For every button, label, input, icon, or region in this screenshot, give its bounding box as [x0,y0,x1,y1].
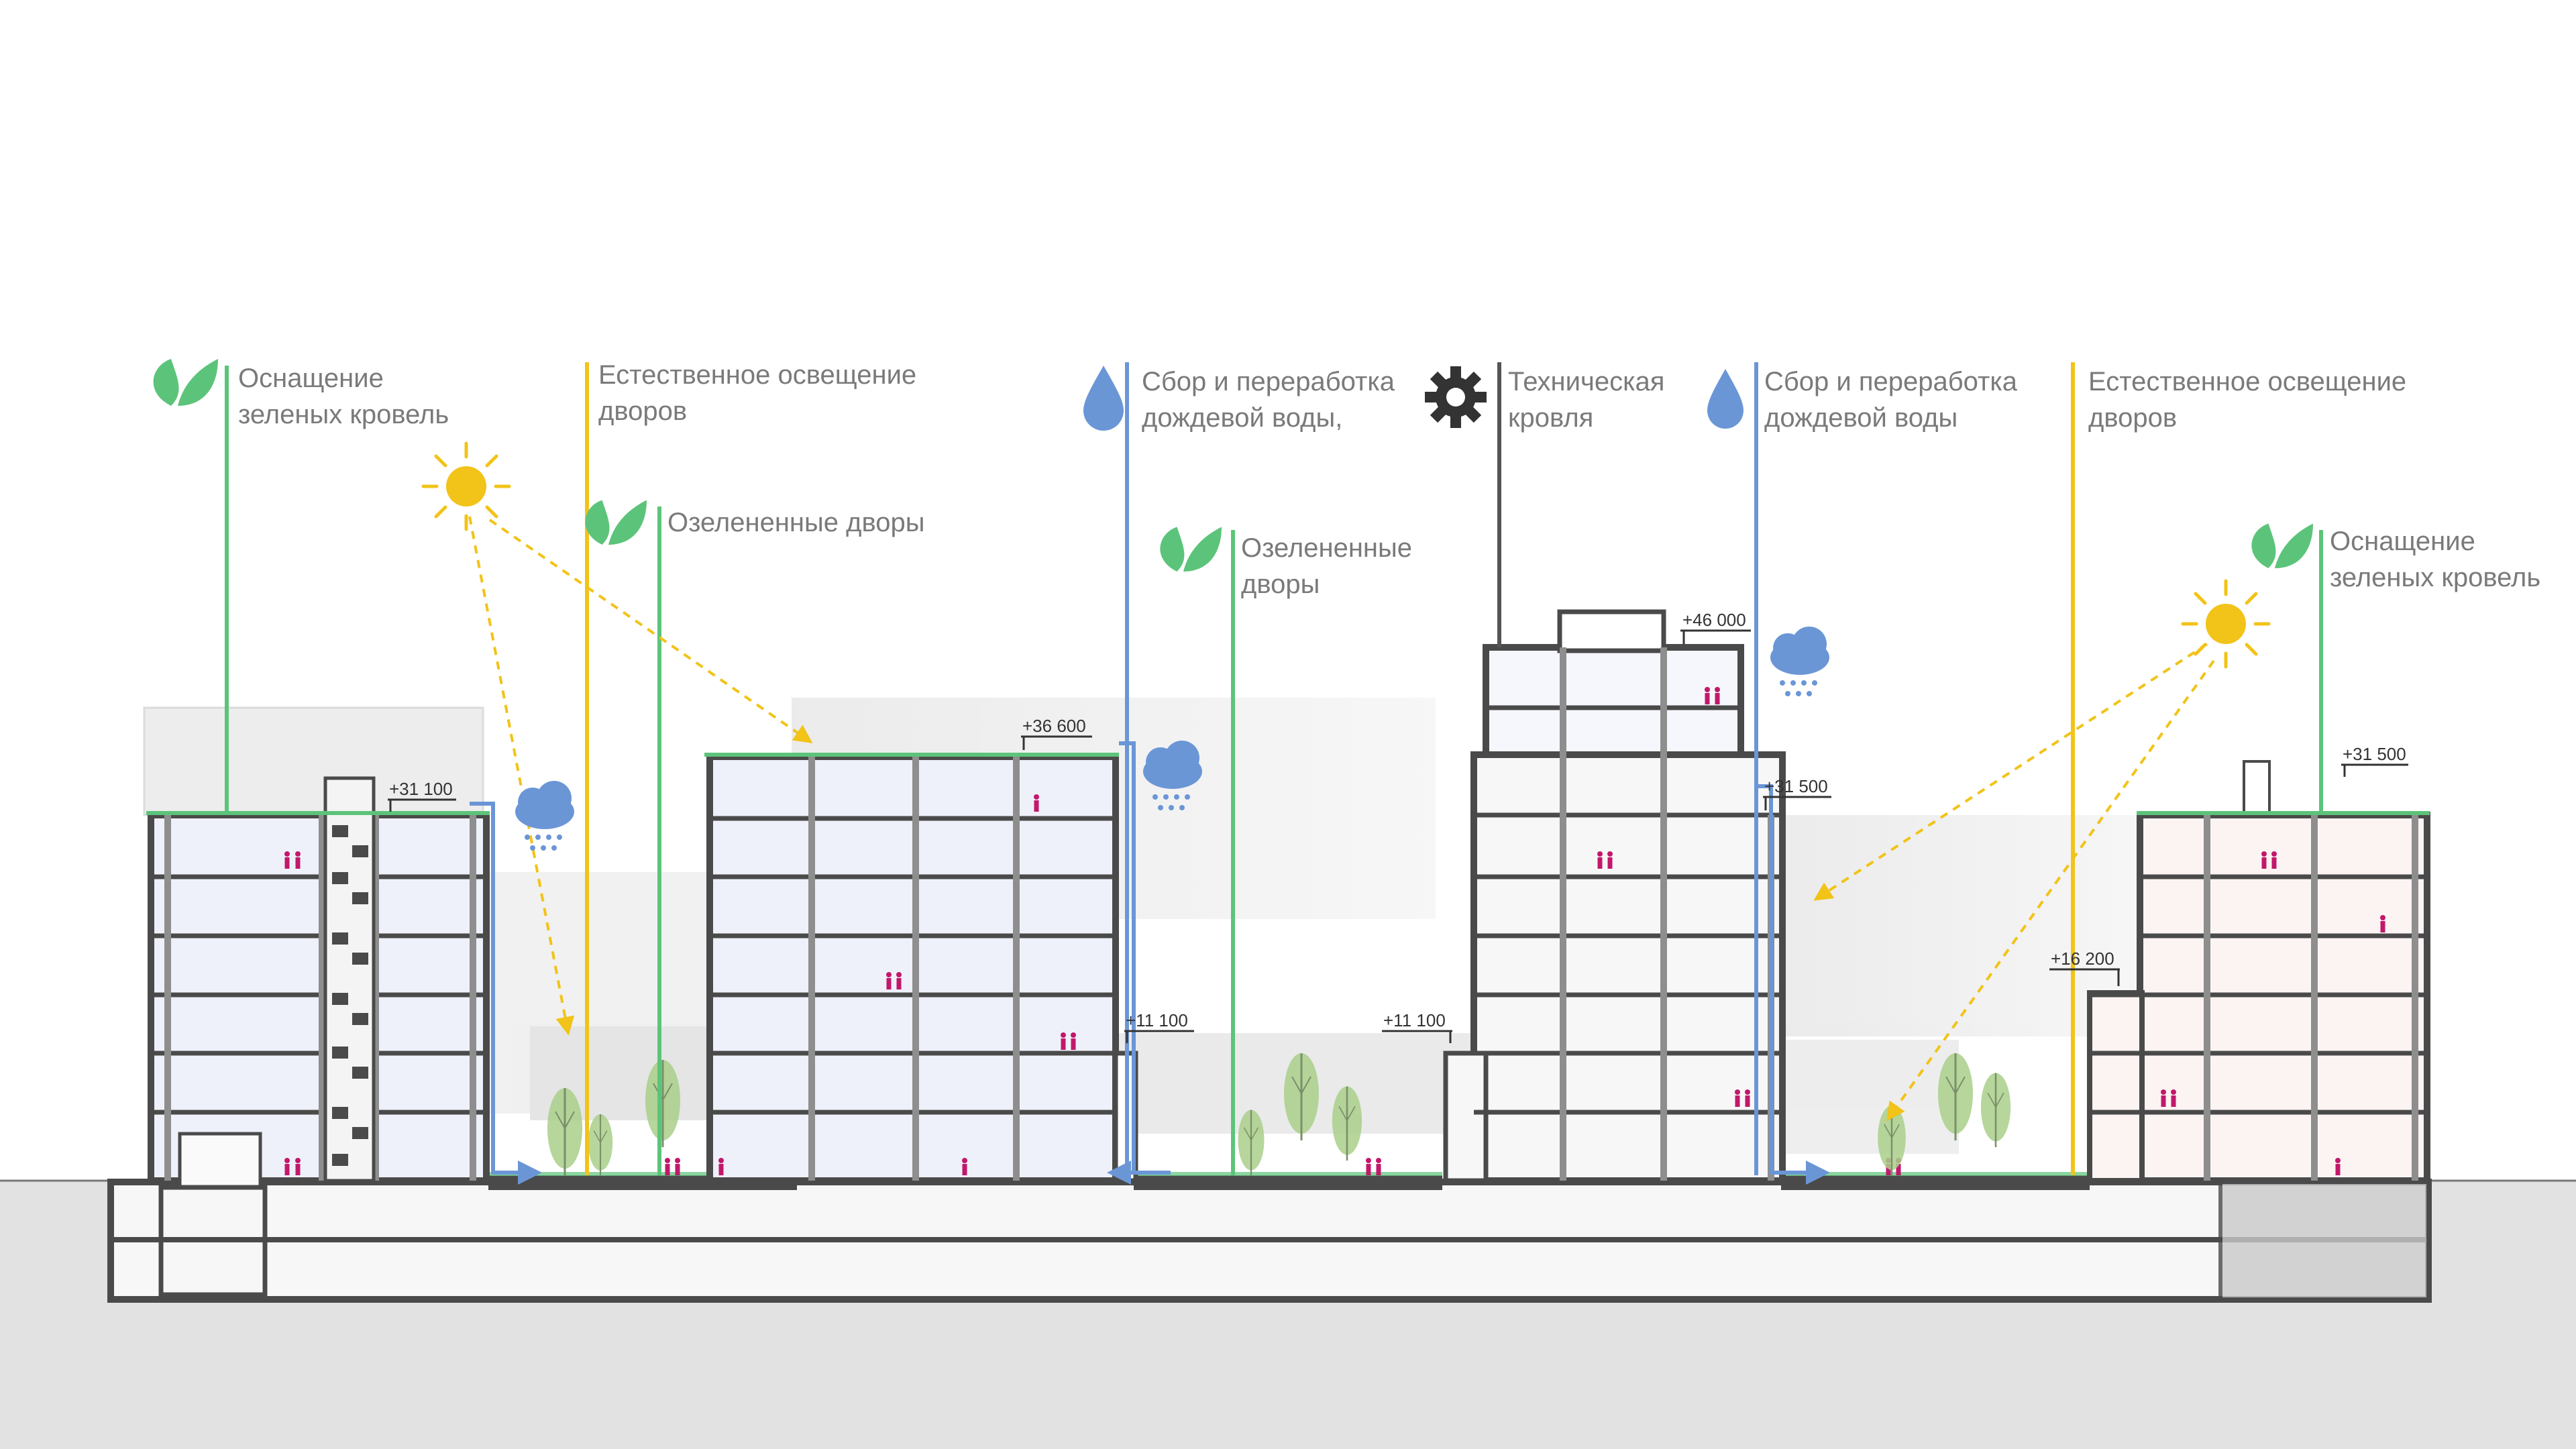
label-green-roof-right: Оснащение зеленых кровель [2330,527,2541,592]
label-green-yard-center: Озелененные дворы [1241,533,1413,599]
person-icon [2171,1089,2176,1107]
person-icon [1061,1032,1066,1050]
water-drop-icon [1707,369,1743,429]
elevation-label: +11 100 [1383,1010,1446,1030]
elevation-label: +46 000 [1682,610,1746,630]
label-tech-roof: Техническая кровля [1508,367,1665,433]
person-icon [1597,851,1603,869]
person-icon [886,972,892,989]
person-icon [1745,1089,1750,1107]
tree-icon [644,1059,682,1148]
label-rain-center: Сбор и переработка дождевой воды, [1142,367,1395,433]
rainwater-pipes [470,741,1830,1185]
elevation-label: +11 100 [1126,1010,1188,1030]
leaf-icon [1160,527,1222,572]
person-icon [2335,1158,2341,1175]
tree-icon [587,1113,614,1177]
rain-cloud-icon [1770,627,1829,696]
rain-cloud-icon [515,781,574,851]
underground-podium [107,1179,2432,1303]
icons [153,359,2313,851]
person-icon [675,1158,680,1175]
person-icon [295,1158,301,1175]
building-3 [1443,609,1786,1184]
person-icon [284,851,290,869]
person-icon [1034,794,1039,812]
person-icon [1607,851,1613,869]
person-icon [295,851,301,869]
person-icon [1715,687,1720,704]
water-drop-icon [1083,366,1124,431]
label-green-roof-left: Оснащение зеленых кровель [238,364,449,429]
label-daylight-left: Естественное освещение дворов [598,360,917,426]
person-icon [2380,915,2385,932]
label-daylight-right: Естественное освещение дворов [2088,367,2407,433]
elevation-label: +16 200 [2051,949,2114,969]
tree-icon [1331,1085,1363,1162]
person-icon [896,972,902,989]
person-icon [2261,851,2267,869]
tree-icon [546,1087,584,1177]
person-icon [2161,1089,2166,1107]
label-green-yard-left: Озелененные дворы [667,508,925,537]
sun-icon [2183,581,2269,667]
elevation-label: +36 600 [1022,716,1086,736]
person-icon [2271,851,2277,869]
gear-icon [1425,366,1487,428]
person-icon [1735,1089,1740,1107]
person-icon [1705,687,1710,704]
person-icon [718,1158,724,1175]
person-icon [284,1158,290,1175]
label-rain-right: Сбор и переработка дождевой воды [1764,367,2017,433]
leaf-icon [153,359,218,406]
building-2 [704,753,1138,1184]
sun-icon [423,443,509,529]
person-icon [1376,1158,1381,1175]
elevation-label: +31 500 [1764,776,1828,796]
leaf-icon [2251,523,2313,568]
person-icon [665,1158,670,1175]
leaf-icon [585,500,647,545]
person-icon [1366,1158,1371,1175]
person-icon [1071,1032,1076,1050]
building-1 [146,776,490,1297]
tree-icon [1876,1104,1907,1177]
tree-icon [1980,1072,2012,1148]
person-icon [962,1158,967,1175]
indicator-lines [225,362,2323,1175]
tree-icon [1237,1109,1265,1177]
elevation-label: +31 100 [389,779,453,799]
elevation-markers [388,629,2408,1043]
elevation-label: +31 500 [2343,744,2406,764]
building-4 [2087,760,2430,1184]
sun-rays [468,516,2215,1122]
elevation-labels: +31 100 +36 600 +11 100 +11 100 +46 000 … [389,610,2406,1030]
